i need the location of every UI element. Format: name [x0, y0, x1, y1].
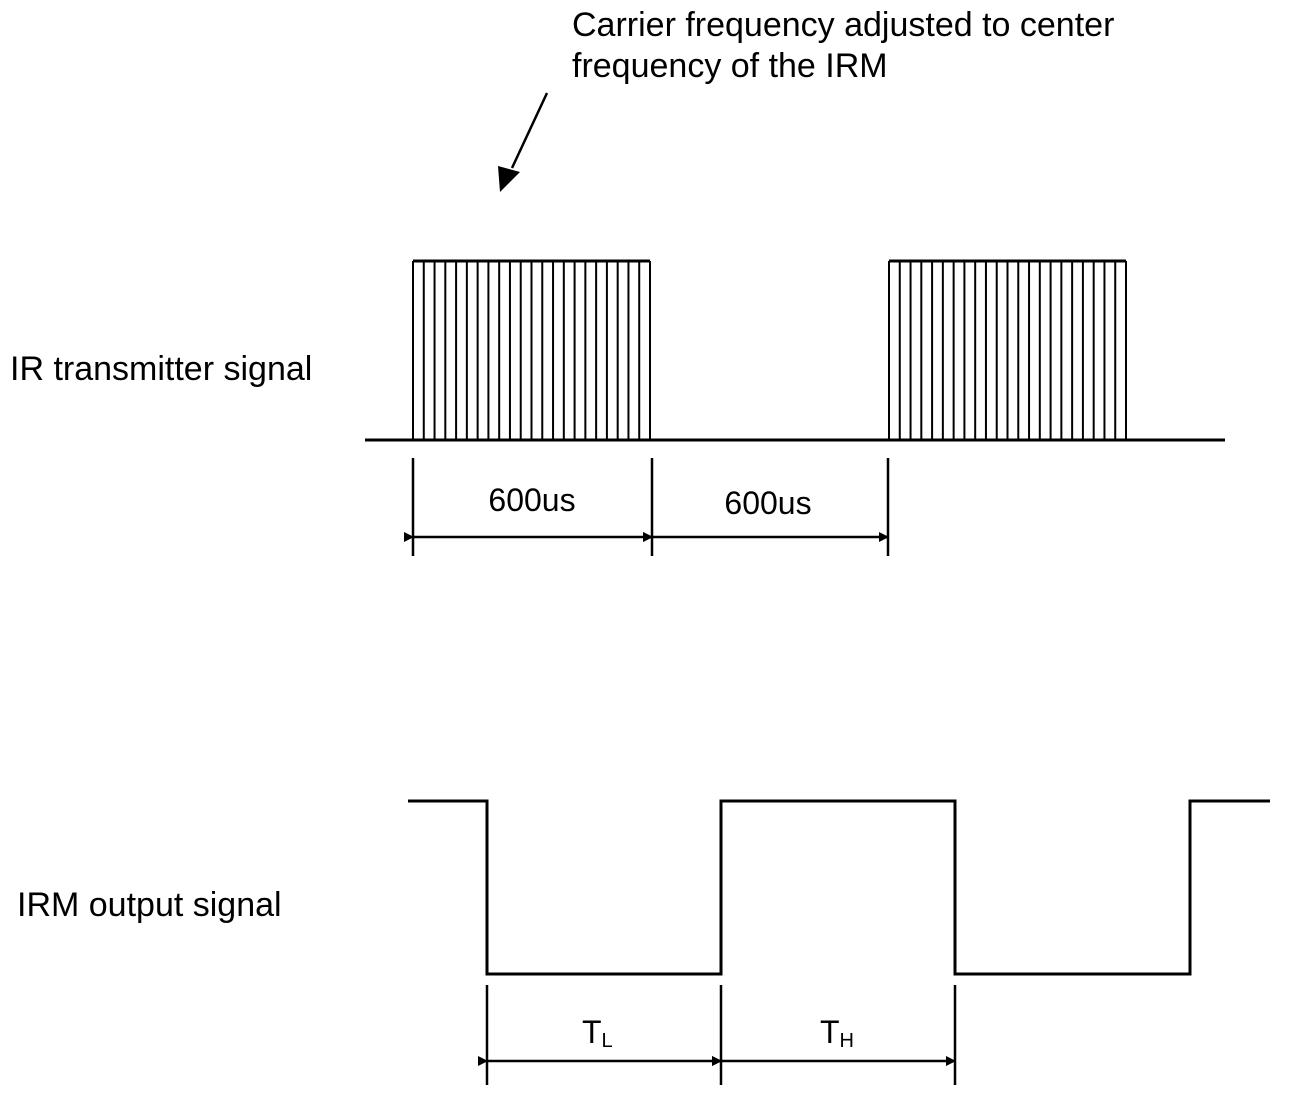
- output-waveform: [408, 799, 1270, 976]
- transmitter-signal-label: IR transmitter signal: [10, 350, 312, 388]
- burst-duration-label: 600us: [488, 482, 575, 518]
- low-time-symbol: T: [582, 1014, 602, 1050]
- carrier-burst-2: [888, 259, 1127, 440]
- output-dimensions: [478, 985, 957, 1085]
- output-signal-label: IRM output signal: [17, 886, 282, 924]
- transmitter-dimensions: [404, 458, 890, 556]
- gap-duration-label: 600us: [724, 485, 811, 521]
- transmitter-waveform: [365, 259, 1225, 442]
- high-time-label: TH: [820, 1014, 854, 1052]
- low-time-subscript: L: [602, 1030, 613, 1052]
- high-time-subscript: H: [840, 1030, 854, 1052]
- low-time-label: TL: [582, 1014, 613, 1052]
- annotation-line-2: frequency of the IRM: [572, 47, 888, 85]
- annotation-pointer-arrow: [498, 92, 549, 192]
- annotation-line-1: Carrier frequency adjusted to center: [572, 6, 1114, 44]
- high-time-symbol: T: [820, 1014, 840, 1050]
- carrier-burst-1: [412, 259, 651, 440]
